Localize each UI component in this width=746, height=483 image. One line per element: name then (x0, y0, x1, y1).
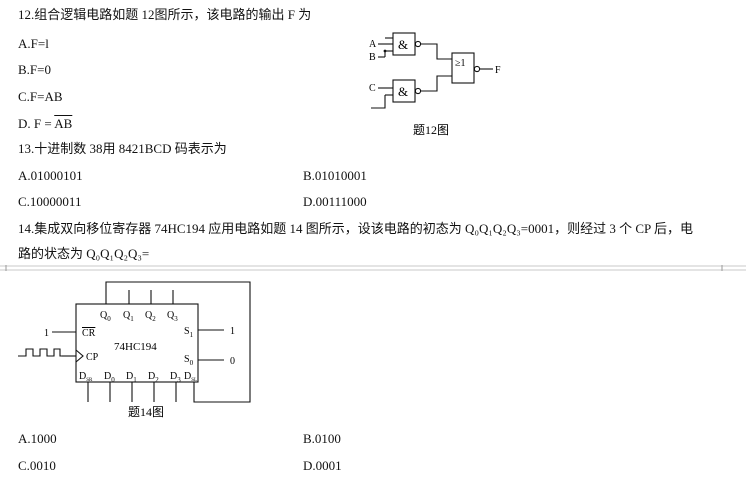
pin-label-s0: S0 (184, 354, 194, 367)
q14-option-d: D.0001 (303, 458, 342, 473)
pin-label-dsl: DSL (184, 371, 197, 383)
fig12-label-c: C (369, 83, 376, 94)
or-gate (451, 52, 475, 84)
pin-label-cr: CR (82, 328, 96, 339)
pin-label-q2: Q2 (145, 310, 156, 323)
cr-value: 1 (44, 328, 49, 339)
q14-stem-line2: 路的状态为 Q₀Q₁Q₂Q₃= (18, 246, 150, 261)
q12-option-a: A.F=l (18, 36, 49, 51)
q14-option-c: C.0010 (18, 458, 56, 473)
pin-label-d0: D0 (104, 371, 115, 384)
fig12-and-symbol-2: & (398, 84, 408, 99)
fig12-and-symbol-1: & (398, 37, 408, 52)
q13-stem: 13.十进制数 38用 8421BCD 码表示为 (18, 141, 227, 156)
pin-label-d2: D2 (148, 371, 159, 384)
q12-option-b: B.F=0 (18, 62, 51, 77)
fig12-label-b: B (369, 52, 376, 63)
q12-option-d: D. F = AB (18, 116, 72, 132)
pin-label-q3: Q3 (167, 310, 178, 323)
fig12-label-f: F (495, 65, 501, 76)
q14-stem-line1: 14.集成双向移位寄存器 74HC194 应用电路如题 14 图所示，设该电路的… (18, 221, 693, 236)
pin-label-q0: Q0 (100, 310, 111, 323)
chip-name: 74HC194 (114, 341, 157, 353)
figure-14: Q0 Q1 Q2 Q3 1 CR CP 74HC194 S1 S0 1 0 DS… (18, 281, 251, 419)
s0-value: 0 (230, 356, 235, 367)
fig12-or-symbol: ≥1 (455, 58, 466, 69)
chip-74hc194 (75, 303, 199, 383)
q13-option-b: B.01010001 (303, 168, 367, 183)
pin-label-dsr: DSR (79, 371, 93, 383)
q12-option-d-prefix: D. F = (18, 116, 55, 131)
page-break (0, 265, 746, 271)
q14-option-b: B.0100 (303, 431, 341, 446)
pin-label-cp: CP (86, 352, 99, 363)
fig12-caption: 题12图 (413, 123, 449, 137)
pin-label-q1: Q1 (123, 310, 134, 323)
q13-option-a: A.01000101 (18, 168, 83, 183)
q14-option-a: A.1000 (18, 431, 57, 446)
q13-option-c: C.10000011 (18, 194, 82, 209)
q12-option-c: C.F=AB (18, 89, 63, 104)
q13-option-d: D.00111000 (303, 194, 367, 209)
fig12-label-a: A (369, 39, 377, 50)
pin-label-d1: D1 (126, 371, 137, 384)
s1-value: 1 (230, 326, 235, 337)
q12-option-d-overbar: AB (54, 116, 73, 131)
q12-stem: 12.组合逻辑电路如题 12图所示，该电路的输出 F 为 (18, 7, 312, 22)
figure-12: A B C & & ≥1 F 题12图 (369, 32, 501, 137)
fig14-caption: 题14图 (128, 405, 164, 419)
pin-label-d3: D3 (170, 371, 181, 384)
pin-label-s1: S1 (184, 326, 194, 339)
